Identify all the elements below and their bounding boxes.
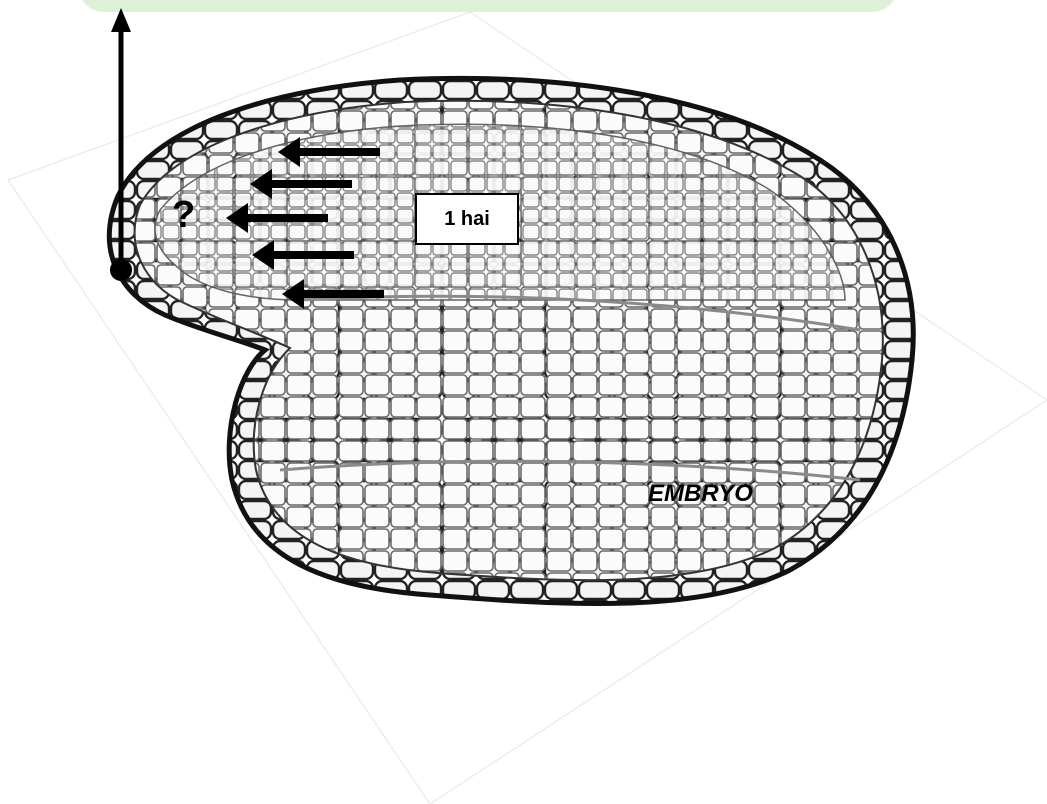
hai-label-text: 1 hai <box>444 208 490 231</box>
question-mark-label: ? <box>172 196 195 234</box>
hai-label-box: 1 hai <box>415 193 519 245</box>
embryo-label: EMBRYO <box>648 480 753 508</box>
